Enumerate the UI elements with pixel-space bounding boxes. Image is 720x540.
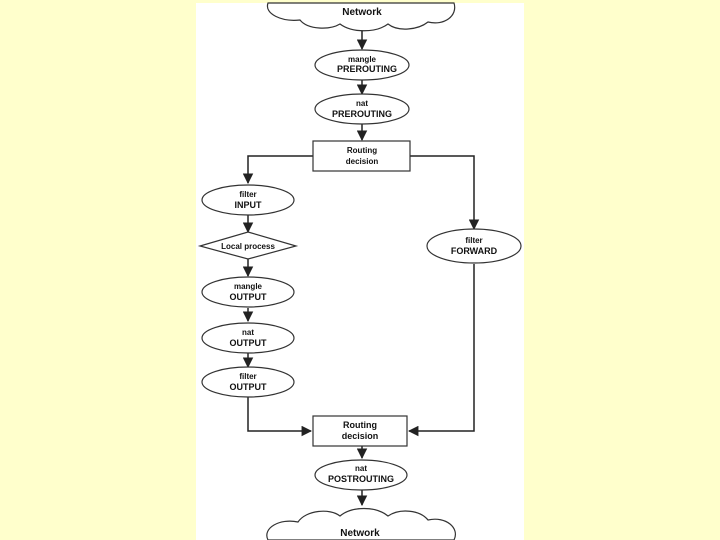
svg-text:filter: filter — [239, 372, 256, 381]
network-bottom-cloud: Network — [266, 507, 456, 540]
svg-text:Routing: Routing — [347, 146, 377, 155]
svg-text:decision: decision — [346, 157, 379, 166]
arrow-output-to-routing — [247, 397, 313, 437]
svg-text:decision: decision — [342, 431, 379, 441]
svg-text:INPUT: INPUT — [235, 200, 263, 210]
svg-text:nat: nat — [355, 464, 367, 473]
svg-text:filter: filter — [239, 190, 256, 199]
connectors — [242, 31, 480, 507]
svg-text:nat: nat — [242, 328, 254, 337]
svg-text:nat: nat — [356, 99, 368, 108]
svg-text:FORWARD: FORWARD — [451, 246, 498, 256]
network-bottom-label: Network — [340, 528, 380, 539]
svg-text:POSTROUTING: POSTROUTING — [328, 474, 394, 484]
svg-text:PREROUTING: PREROUTING — [337, 64, 397, 74]
svg-text:Local process: Local process — [221, 242, 275, 251]
node-filter-forward: filter FORWARD — [426, 228, 522, 264]
svg-text:mangle: mangle — [234, 282, 263, 291]
node-filter-input: filter INPUT — [201, 184, 295, 216]
network-top-label: Network — [342, 7, 382, 18]
arrow-routing-to-input — [242, 155, 313, 185]
svg-text:OUTPUT: OUTPUT — [230, 292, 268, 302]
svg-text:mangle: mangle — [348, 55, 377, 64]
node-routing-decision-2: Routing decision — [312, 415, 408, 447]
arrow-routing-to-forward — [410, 155, 480, 231]
arrow-forward-to-routing — [407, 264, 475, 437]
network-top-cloud: Network — [266, 2, 456, 32]
node-nat-postrouting: nat POSTROUTING — [314, 459, 408, 491]
svg-text:PREROUTING: PREROUTING — [332, 109, 392, 119]
node-routing-decision-1: Routing decision — [312, 140, 411, 172]
svg-text:Routing: Routing — [343, 420, 377, 430]
node-local-process: Local process — [197, 231, 299, 260]
svg-text:OUTPUT: OUTPUT — [230, 382, 268, 392]
node-nat-prerouting: nat PREROUTING — [314, 93, 410, 125]
svg-text:OUTPUT: OUTPUT — [230, 338, 268, 348]
svg-text:filter: filter — [465, 236, 482, 245]
node-nat-output: nat OUTPUT — [201, 322, 295, 354]
node-mangle-prerouting: mangle PREROUTING — [314, 49, 410, 81]
node-filter-output: filter OUTPUT — [201, 366, 295, 398]
node-mangle-output: mangle OUTPUT — [201, 276, 295, 308]
